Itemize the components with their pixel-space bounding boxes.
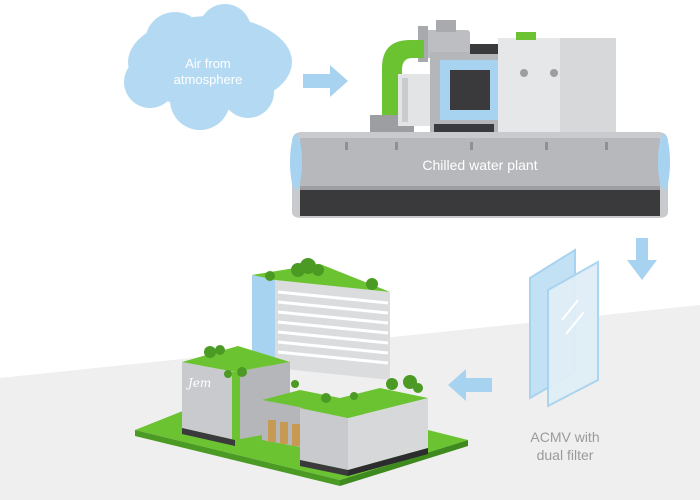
plant-label: Chilled water plant	[422, 157, 538, 173]
building-complex	[135, 258, 468, 486]
atmosphere-cloud	[124, 4, 292, 130]
tower-roof	[252, 264, 390, 292]
tower-side	[252, 275, 275, 368]
podium-right-front	[300, 408, 348, 470]
arrow-left-icon	[448, 369, 492, 401]
acmv-label-line1: ACMV with	[530, 429, 600, 445]
arrow-down-icon	[627, 238, 657, 280]
podium-left-roof	[182, 346, 290, 372]
podium-right-side	[348, 398, 428, 470]
arrow-right-icon	[303, 65, 348, 97]
green-pipe	[382, 40, 424, 120]
rooftop-shrubs	[204, 258, 423, 403]
podium-left-front	[182, 362, 235, 440]
acmv-label-line2: dual filter	[536, 447, 594, 463]
podium-right-roof	[300, 388, 428, 418]
cloud-label-line1: Air from	[185, 56, 231, 71]
cloud-label-line2: atmosphere	[173, 72, 243, 87]
acmv-label: ACMV with dual filter	[495, 428, 635, 464]
chilled-water-plant	[290, 132, 670, 218]
chiller-unit	[370, 20, 616, 135]
building-sign: Jem	[188, 376, 212, 390]
dual-filter	[529, 248, 599, 408]
cloud-label: Air from atmosphere	[148, 56, 268, 88]
